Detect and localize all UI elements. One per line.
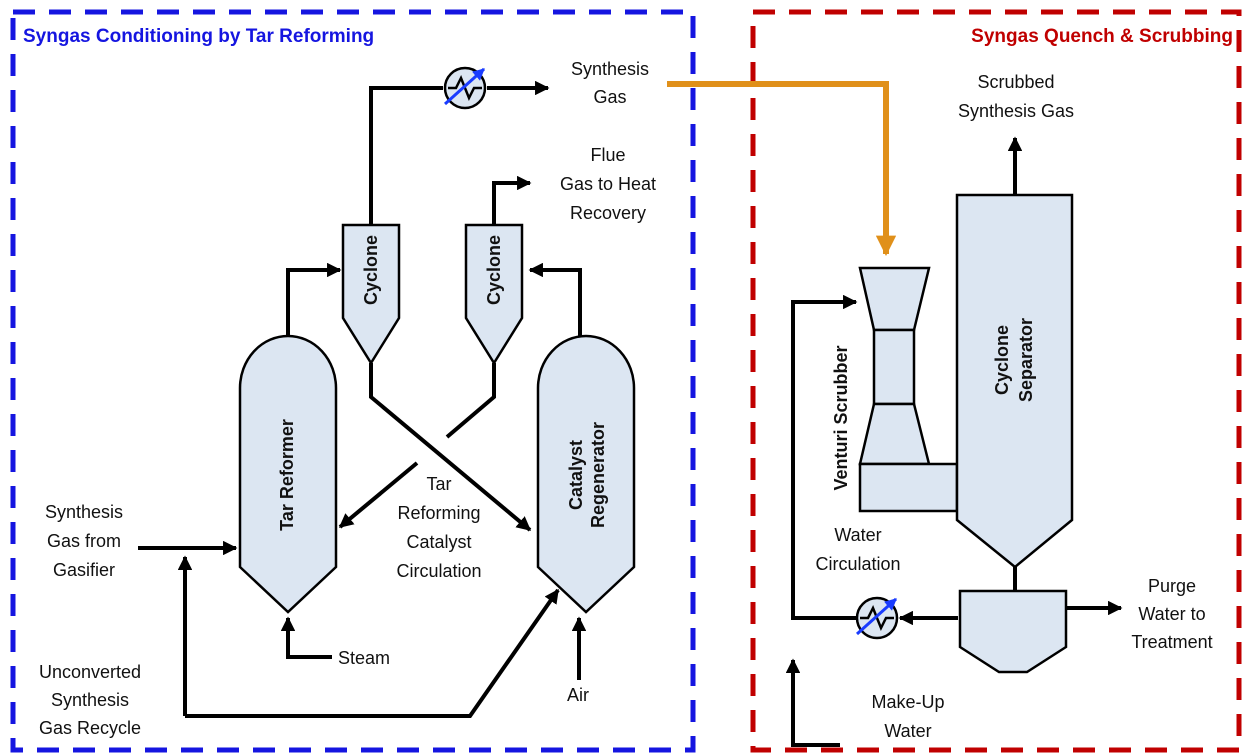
settling-tank-vessel: [958, 589, 1068, 674]
catalyst-regenerator-vessel: [536, 334, 636, 614]
purge-water-label-1: Purge: [1148, 576, 1196, 596]
flue-gas-line: [492, 175, 532, 225]
heat-exchanger-bottom-icon: [855, 596, 899, 640]
purge-water-label-2: Water to: [1138, 604, 1205, 624]
scrubbed-gas-label-1: Scrubbed: [977, 72, 1054, 92]
air-label: Air: [567, 685, 589, 705]
flue-gas-label-1: Flue: [590, 145, 625, 165]
synthesis-gas-label-1: Synthesis: [571, 59, 649, 79]
steam-line: [280, 616, 332, 659]
catalyst-circulation-label-1: Tar: [426, 474, 451, 494]
makeup-water-label-1: Make-Up: [871, 692, 944, 712]
recycle-label-3: Gas Recycle: [39, 718, 141, 738]
catalyst-circulation-label-3: Catalyst: [406, 532, 471, 552]
gasifier-label-1: Synthesis: [45, 502, 123, 522]
synthesis-gas-label-2: Gas: [593, 87, 626, 107]
catalyst-circulation-label-4: Circulation: [396, 561, 481, 581]
catalyst-circulation-label-2: Reforming: [397, 503, 480, 523]
gasifier-label-3: Gasifier: [53, 560, 115, 580]
heat-exchanger-top-icon: [443, 66, 487, 110]
recycle-label-1: Unconverted: [39, 662, 141, 682]
reformer-to-cyclone-line: [286, 262, 342, 336]
purge-water-label-3: Treatment: [1131, 632, 1212, 652]
section-title-quench-scrubbing: Syngas Quench & Scrubbing: [971, 26, 1233, 47]
section-box-tar-reforming: [10, 9, 696, 753]
catalyst-regenerator-label-2: Regenerator: [588, 422, 608, 528]
catalyst-line-to-reformer: [338, 461, 419, 529]
gasifier-label-2: Gas from: [47, 531, 121, 551]
tar-reformer-vessel: [238, 334, 338, 614]
cyclone-separator-vessel: [955, 193, 1074, 569]
cyclone-right-label: Cyclone: [484, 235, 504, 305]
flue-gas-label-2: Gas to Heat: [560, 174, 656, 194]
cyclone-left-label: Cyclone: [361, 235, 381, 305]
steam-label: Steam: [338, 648, 390, 668]
regenerator-to-cyclone-line: [528, 262, 582, 336]
scrubbed-gas-label-2: Synthesis Gas: [958, 101, 1074, 121]
cyclone-separator-label-2: Separator: [1016, 318, 1036, 402]
flue-gas-label-3: Recovery: [570, 203, 646, 223]
catalyst-line-to-regenerator: [369, 363, 532, 532]
cyclone-separator-label-1: Cyclone: [992, 325, 1012, 395]
water-circulation-line: [791, 294, 858, 620]
section-title-tar-reforming: Syngas Conditioning by Tar Reforming: [23, 26, 374, 47]
cyclone-left-vessel: [341, 223, 401, 366]
recycle-label-2: Synthesis: [51, 690, 129, 710]
makeup-water-label-2: Water: [884, 721, 931, 741]
catalyst-line-from-right-cyclone: [445, 363, 496, 439]
recycle-line-to-regenerator: [185, 588, 560, 718]
tar-reformer-label: Tar Reformer: [277, 419, 297, 531]
water-circulation-label-1: Water: [834, 525, 881, 545]
syngas-line-cyclone-to-hx: [369, 86, 443, 225]
catalyst-regenerator-label-1: Catalyst: [566, 440, 586, 510]
makeup-water-line: [785, 658, 840, 747]
cyclone-right-vessel: [464, 223, 524, 366]
hot-syngas-transfer-line: [667, 81, 897, 257]
venturi-scrubber: [858, 266, 959, 513]
water-circulation-label-2: Circulation: [815, 554, 900, 574]
venturi-scrubber-label: Venturi Scrubber: [831, 345, 851, 490]
